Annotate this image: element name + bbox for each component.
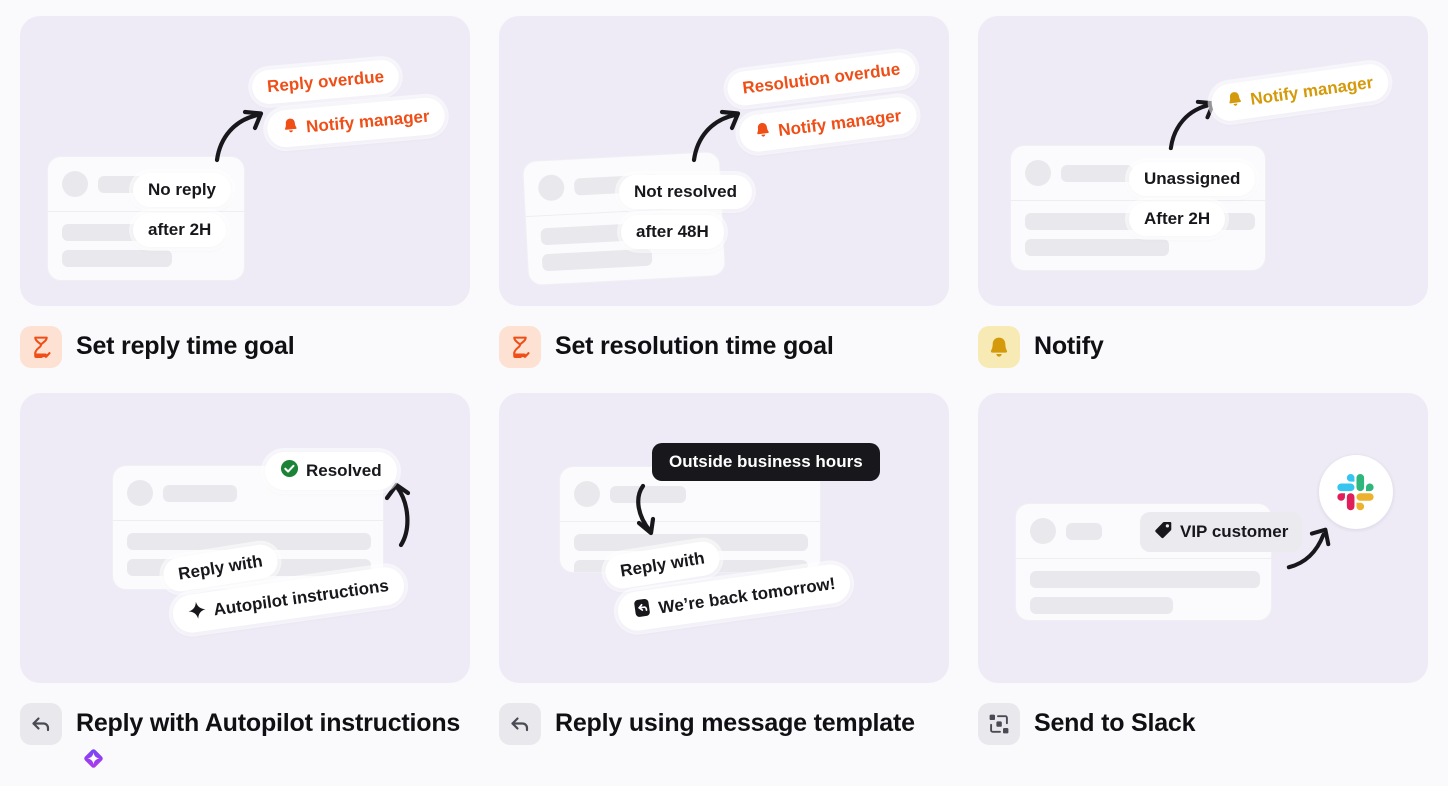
placeholder-bar bbox=[1061, 164, 1133, 182]
hourglass-check-icon bbox=[499, 326, 541, 368]
hourglass-check-icon bbox=[20, 326, 62, 368]
avatar bbox=[537, 174, 565, 202]
pill-label: Not resolved bbox=[634, 182, 737, 201]
ticket-header bbox=[560, 467, 820, 522]
pill-were-back-tomorrow[interactable]: We’re back tomorrow! bbox=[615, 561, 853, 634]
placeholder-bar bbox=[1066, 522, 1102, 540]
illustration-panel: Resolution overdue Notify manager Not re… bbox=[499, 16, 949, 306]
card-title-text: Reply with Autopilot instructions bbox=[76, 709, 461, 737]
card-label-row: Set resolution time goal bbox=[499, 326, 949, 368]
avatar bbox=[1025, 160, 1051, 186]
card-send-to-slack[interactable]: VIP customer bbox=[978, 393, 1428, 745]
card-title: Reply with Autopilot instructions bbox=[76, 703, 470, 781]
pill-label: Reply with bbox=[176, 551, 264, 584]
pill-label: After 2H bbox=[1144, 209, 1211, 228]
avatar bbox=[127, 480, 153, 506]
ticket-header bbox=[113, 466, 383, 521]
pill-label: Resolution overdue bbox=[741, 59, 902, 98]
reply-arrow-icon bbox=[499, 703, 541, 745]
illustration-panel: Reply overdue Notify manager No reply af… bbox=[20, 16, 470, 306]
pill-label: Notify manager bbox=[305, 106, 431, 136]
card-title: Reply using message template bbox=[555, 709, 915, 737]
sparkle-icon bbox=[186, 600, 208, 626]
curved-arrow-icon bbox=[1286, 527, 1331, 570]
placeholder-bar bbox=[1030, 597, 1173, 614]
pill-label: VIP customer bbox=[1180, 522, 1289, 541]
pill-after-2h[interactable]: After 2H bbox=[1129, 202, 1226, 236]
avatar bbox=[574, 481, 600, 507]
pill-notify-manager[interactable]: Notify manager bbox=[1209, 61, 1391, 124]
slack-logo[interactable] bbox=[1319, 455, 1393, 529]
card-reply-with-autopilot-instructions[interactable]: Resolved Reply with Autopilot instructio… bbox=[20, 393, 470, 781]
pill-after-2h[interactable]: after 2H bbox=[133, 213, 227, 247]
pill-reply-overdue[interactable]: Reply overdue bbox=[250, 58, 401, 106]
check-circle-icon bbox=[280, 459, 299, 483]
pill-label: Unassigned bbox=[1144, 169, 1241, 188]
message-template-icon bbox=[631, 597, 653, 624]
pill-label: Resolved bbox=[306, 461, 382, 480]
bell-icon bbox=[978, 326, 1020, 368]
tag-icon bbox=[1154, 520, 1173, 544]
bell-icon bbox=[1225, 89, 1245, 114]
bell-icon bbox=[753, 120, 773, 145]
illustration-panel: Resolved Reply with Autopilot instructio… bbox=[20, 393, 470, 683]
tooltip-label: Outside business hours bbox=[669, 452, 863, 471]
pill-notify-manager[interactable]: Notify manager bbox=[265, 96, 447, 149]
card-set-reply-time-goal[interactable]: Reply overdue Notify manager No reply af… bbox=[20, 16, 470, 368]
card-title: Set resolution time goal bbox=[555, 332, 834, 360]
tooltip-outside-business-hours: Outside business hours bbox=[652, 443, 880, 481]
card-label-row: Reply with Autopilot instructions bbox=[20, 703, 470, 781]
ticket-header bbox=[1011, 146, 1265, 201]
pill-label: No reply bbox=[148, 180, 217, 199]
placeholder-bar bbox=[62, 250, 172, 267]
pill-label: Notify manager bbox=[1249, 72, 1375, 109]
pill-label: Reply with bbox=[618, 548, 706, 581]
pill-notify-manager[interactable]: Notify manager bbox=[737, 95, 919, 154]
curved-arrow-up-icon bbox=[384, 482, 411, 548]
card-reply-using-message-template[interactable]: Outside business hours Reply with We’re … bbox=[499, 393, 949, 745]
placeholder-bar bbox=[541, 248, 653, 272]
pill-resolved[interactable]: Resolved bbox=[265, 452, 397, 490]
pill-no-reply[interactable]: No reply bbox=[133, 173, 232, 207]
pill-label: after 2H bbox=[148, 220, 212, 239]
pill-label: after 48H bbox=[636, 222, 709, 241]
placeholder-bar bbox=[163, 484, 237, 502]
illustration-panel: VIP customer bbox=[978, 393, 1428, 683]
pill-label: We’re back tomorrow! bbox=[657, 573, 837, 618]
pill-not-resolved[interactable]: Not resolved bbox=[619, 175, 752, 209]
card-label-row: Send to Slack bbox=[978, 703, 1428, 745]
curved-arrow-down-icon bbox=[636, 483, 656, 536]
placeholder-bar bbox=[127, 533, 371, 550]
card-set-resolution-time-goal[interactable]: Resolution overdue Notify manager Not re… bbox=[499, 16, 949, 368]
bell-icon bbox=[281, 116, 300, 140]
card-title: Notify bbox=[1034, 332, 1104, 360]
placeholder-bar bbox=[1025, 239, 1169, 256]
illustration-panel: Outside business hours Reply with We’re … bbox=[499, 393, 949, 683]
illustration-panel: Notify manager Unassigned After 2H bbox=[978, 16, 1428, 306]
card-label-row: Reply using message template bbox=[499, 703, 949, 745]
pill-unassigned[interactable]: Unassigned bbox=[1129, 162, 1256, 196]
pill-autopilot-instructions[interactable]: Autopilot instructions bbox=[170, 564, 407, 636]
placeholder-bar bbox=[1030, 571, 1260, 588]
card-notify[interactable]: Notify manager Unassigned After 2H Notif… bbox=[978, 16, 1428, 368]
pill-label: Notify manager bbox=[777, 105, 903, 140]
avatar bbox=[1030, 518, 1056, 544]
pill-label: Reply overdue bbox=[266, 66, 385, 97]
ticket-body bbox=[1016, 559, 1271, 620]
reply-arrow-icon bbox=[20, 703, 62, 745]
placeholder-bar bbox=[610, 485, 686, 503]
curved-arrow-icon bbox=[214, 109, 264, 163]
integration-nodes-icon bbox=[978, 703, 1020, 745]
ticket-header bbox=[1016, 504, 1271, 559]
pill-vip-customer[interactable]: VIP customer bbox=[1140, 512, 1303, 552]
card-label-row: Set reply time goal bbox=[20, 326, 470, 368]
curved-arrow-icon bbox=[691, 109, 741, 163]
card-title: Set reply time goal bbox=[76, 332, 295, 360]
card-label-row: Notify bbox=[978, 326, 1428, 368]
pill-after-48h[interactable]: after 48H bbox=[621, 215, 724, 249]
autopilot-diamond-icon bbox=[81, 746, 106, 782]
card-title: Send to Slack bbox=[1034, 709, 1196, 737]
avatar bbox=[62, 171, 88, 197]
